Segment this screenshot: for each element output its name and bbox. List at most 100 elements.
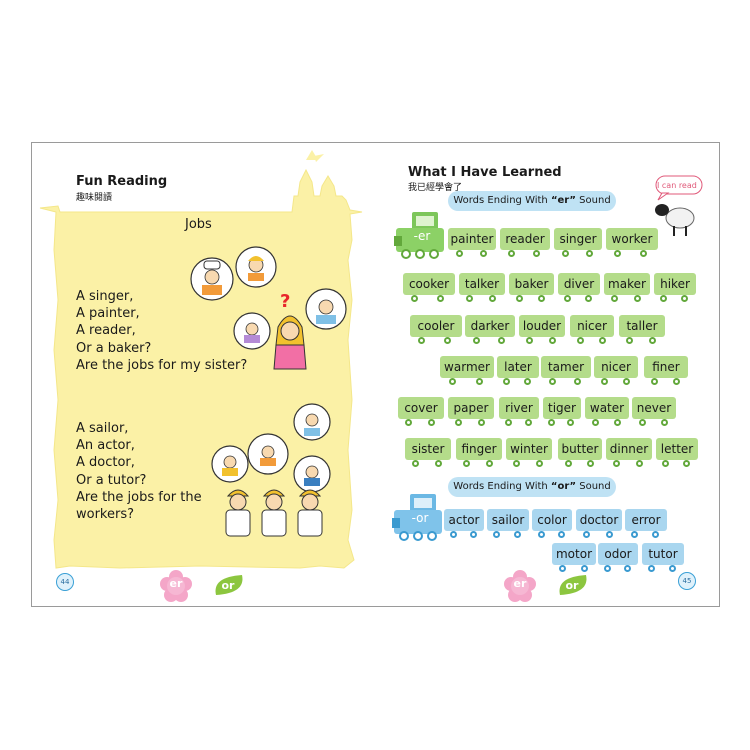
or-leaf-icon: [559, 575, 587, 595]
sheep-icon: [655, 175, 703, 236]
train-wheel-icon: [473, 337, 480, 344]
train-wheel-icon: [613, 460, 621, 467]
train-wheel-icon: [405, 419, 413, 426]
train-wheel-icon: [557, 531, 565, 538]
train-car-word: singer: [554, 228, 602, 250]
train-wheel-icon: [591, 419, 599, 426]
train-wheel-icon: [475, 378, 483, 385]
er-engine-label: -er: [413, 229, 431, 243]
or-leaf-icon: [215, 575, 243, 595]
train-wheel-icon: [526, 337, 534, 344]
train-car-word: tutor: [642, 543, 684, 565]
train-wheel-icon: [478, 419, 486, 426]
train-wheel-icon: [466, 295, 474, 302]
er-flower-icon: [504, 570, 536, 602]
train-car-word: sailor: [487, 509, 529, 531]
train-car-word: baker: [509, 273, 554, 295]
train-wheel-icon: [580, 565, 588, 572]
train-wheel-icon: [549, 378, 556, 385]
train-wheel-icon: [448, 378, 456, 385]
page-subtitle: 我已經學會了: [408, 183, 463, 193]
train-wheel-icon: [669, 565, 677, 572]
train-wheel-icon: [650, 378, 658, 385]
train-wheel-icon: [660, 295, 668, 302]
poem-line: A singer,: [76, 289, 134, 304]
train-car-word: finger: [456, 438, 502, 460]
poem-line: A doctor,: [76, 455, 135, 471]
train-car-word: odor: [598, 543, 638, 565]
train-wheel-icon: [648, 565, 656, 572]
train-wheel-icon: [564, 295, 572, 302]
banner-suffix: Sound: [576, 481, 611, 492]
train-wheel-icon: [444, 337, 452, 344]
page-title: What I Have Learned: [408, 165, 562, 180]
train-wheel-icon: [455, 250, 463, 257]
train-car-word: color: [532, 509, 572, 531]
train-wheel-icon: [623, 565, 631, 572]
train-wheel-icon: [486, 460, 494, 467]
train-car-word: later: [497, 356, 539, 378]
train-car-word: error: [625, 509, 667, 531]
train-wheel-icon: [600, 378, 608, 385]
train-wheel-icon: [561, 250, 569, 257]
train-wheel-icon: [418, 337, 426, 344]
or-sound-banner: Words Ending With “or” Sound: [448, 477, 616, 497]
train-wheel-icon: [631, 531, 639, 538]
train-car-word: water: [585, 397, 629, 419]
train-wheel-icon: [503, 378, 511, 385]
train-car-word: cooker: [403, 273, 455, 295]
train-wheel-icon: [626, 337, 634, 344]
page-number-right: 45: [678, 572, 696, 590]
train-car-word: diver: [558, 273, 600, 295]
or-tag-label: or: [221, 579, 235, 592]
train-wheel-icon: [508, 250, 515, 257]
train-wheel-icon: [681, 295, 689, 302]
train-wheel-icon: [634, 295, 642, 302]
train-wheel-icon: [463, 460, 471, 467]
train-car-word: nicer: [570, 315, 614, 337]
train-car-word: letter: [656, 438, 698, 460]
train-wheel-icon: [428, 419, 436, 426]
page-subtitle: 趣味閱讀: [76, 193, 113, 203]
poem-line: An actor,: [76, 438, 135, 454]
train-wheel-icon: [515, 295, 523, 302]
sheep-bubble-text: I can read: [657, 181, 697, 190]
poem-line: A sailor,: [76, 421, 129, 436]
train-wheel-icon: [513, 460, 521, 467]
blue-train-engine-icon: [392, 494, 442, 541]
train-wheel-icon: [683, 460, 691, 467]
train-car-word: reader: [500, 228, 550, 250]
train-car-word: darker: [465, 315, 515, 337]
train-wheel-icon: [662, 460, 670, 467]
train-car-word: warmer: [440, 356, 494, 378]
train-wheel-icon: [583, 531, 591, 538]
poem-verse-2: A sailor, An actor, A doctor, Or a tutor…: [76, 420, 202, 523]
banner-prefix: Words Ending With: [453, 481, 551, 492]
page-number-left: 44: [56, 573, 74, 591]
page-title: Fun Reading: [76, 174, 168, 189]
train-car-word: taller: [619, 315, 665, 337]
train-car-word: doctor: [576, 509, 622, 531]
train-wheel-icon: [660, 419, 668, 426]
train-wheel-icon: [598, 337, 606, 344]
train-car-word: nicer: [594, 356, 638, 378]
poem-line: A painter,: [76, 306, 140, 322]
svg-text:?: ?: [280, 291, 290, 312]
train-wheel-icon: [622, 378, 630, 385]
train-car-word: paper: [448, 397, 494, 419]
train-wheel-icon: [613, 419, 621, 426]
poem-line: Are the jobs for the: [76, 489, 202, 505]
train-wheel-icon: [574, 378, 581, 385]
train-wheel-icon: [640, 250, 648, 257]
train-wheel-icon: [524, 419, 532, 426]
train-car-word: never: [632, 397, 676, 419]
er-sound-banner: Words Ending With “er” Sound: [448, 191, 616, 211]
train-wheel-icon: [412, 460, 420, 467]
train-wheel-icon: [652, 531, 660, 538]
train-wheel-icon: [533, 250, 540, 257]
train-car-word: maker: [604, 273, 650, 295]
train-car-word: tiger: [543, 397, 581, 419]
train-car-word: winter: [506, 438, 552, 460]
poem-line: Or a tutor?: [76, 472, 147, 488]
train-car-word: tamer: [541, 356, 591, 378]
